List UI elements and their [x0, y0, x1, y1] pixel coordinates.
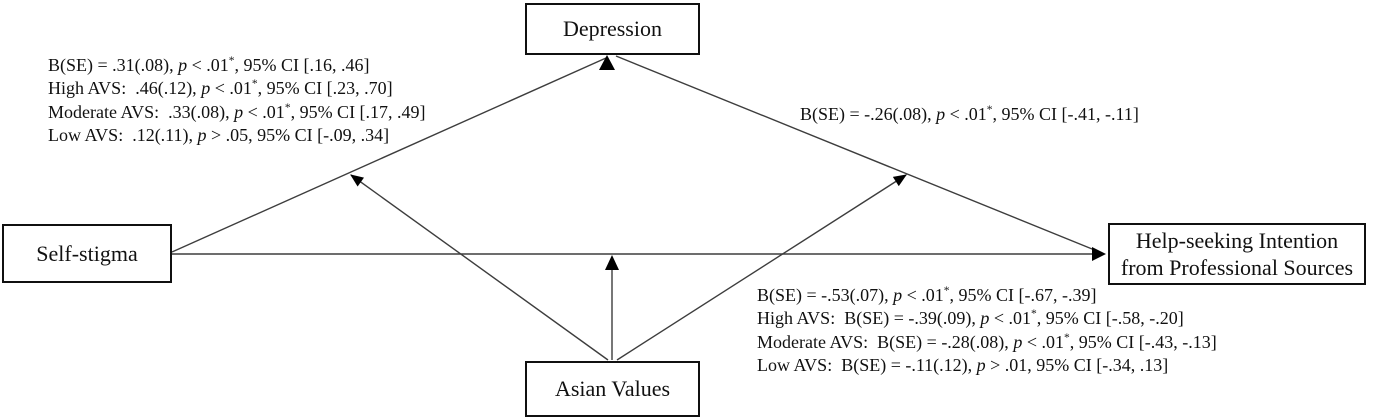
node-help-seeking-label-line2: from Professional Sources [1120, 255, 1354, 280]
arrow-depression-to-help-seeking [615, 55, 1103, 254]
b-path-stats-block: B(SE) = -.26(.08), p < .01*, 95% CI [-.4… [800, 103, 1139, 126]
node-help-seeking-label-line1: Help-seeking Intention [1135, 228, 1339, 253]
node-asian-values-label: Asian Values [554, 376, 671, 401]
arrowhead-into-help-seeking [1092, 247, 1106, 261]
stat-line: Low AVS: .12(.11), p > .05, 95% CI [-.09… [48, 124, 390, 145]
arrowhead-into-c-path [605, 255, 619, 270]
a-path-stats-block: B(SE) = .31(.08), p < .01*, 95% CI [.16,… [48, 54, 426, 147]
node-help-seeking-intention: Help-seeking Intention from Professional… [1108, 223, 1366, 285]
c-path-stats-block: B(SE) = -.53(.07), p < .01*, 95% CI [-.6… [757, 284, 1217, 377]
node-depression-label: Depression [563, 16, 662, 41]
stat-line: B(SE) = .31(.08), p < .01*, 95% CI [.16,… [48, 55, 370, 75]
arrowhead-into-depression [599, 55, 615, 70]
arrow-asian-values-to-a-path [350, 174, 609, 361]
node-asian-values: Asian Values [525, 361, 700, 417]
node-depression: Depression [525, 3, 700, 55]
node-self-stigma: Self-stigma [2, 224, 172, 283]
stat-line: High AVS: .46(.12), p < .01*, 95% CI [.2… [48, 78, 393, 99]
arrow-asian-values-to-b-path [616, 174, 907, 361]
stat-line: Moderate AVS: B(SE) = -.28(.08), p < .01… [757, 331, 1217, 352]
node-self-stigma-label: Self-stigma [36, 240, 138, 266]
stat-line: B(SE) = -.26(.08), p < .01*, 95% CI [-.4… [800, 104, 1139, 124]
stat-line: B(SE) = -.53(.07), p < .01*, 95% CI [-.6… [757, 285, 1097, 305]
stat-line: Moderate AVS: .33(.08), p < .01*, 95% CI… [48, 101, 426, 122]
stat-line: High AVS: B(SE) = -.39(.09), p < .01*, 9… [757, 308, 1184, 329]
stat-line: Low AVS: B(SE) = -.11(.12), p > .01, 95%… [757, 354, 1169, 375]
arrow-self-stigma-to-depression [171, 57, 607, 253]
